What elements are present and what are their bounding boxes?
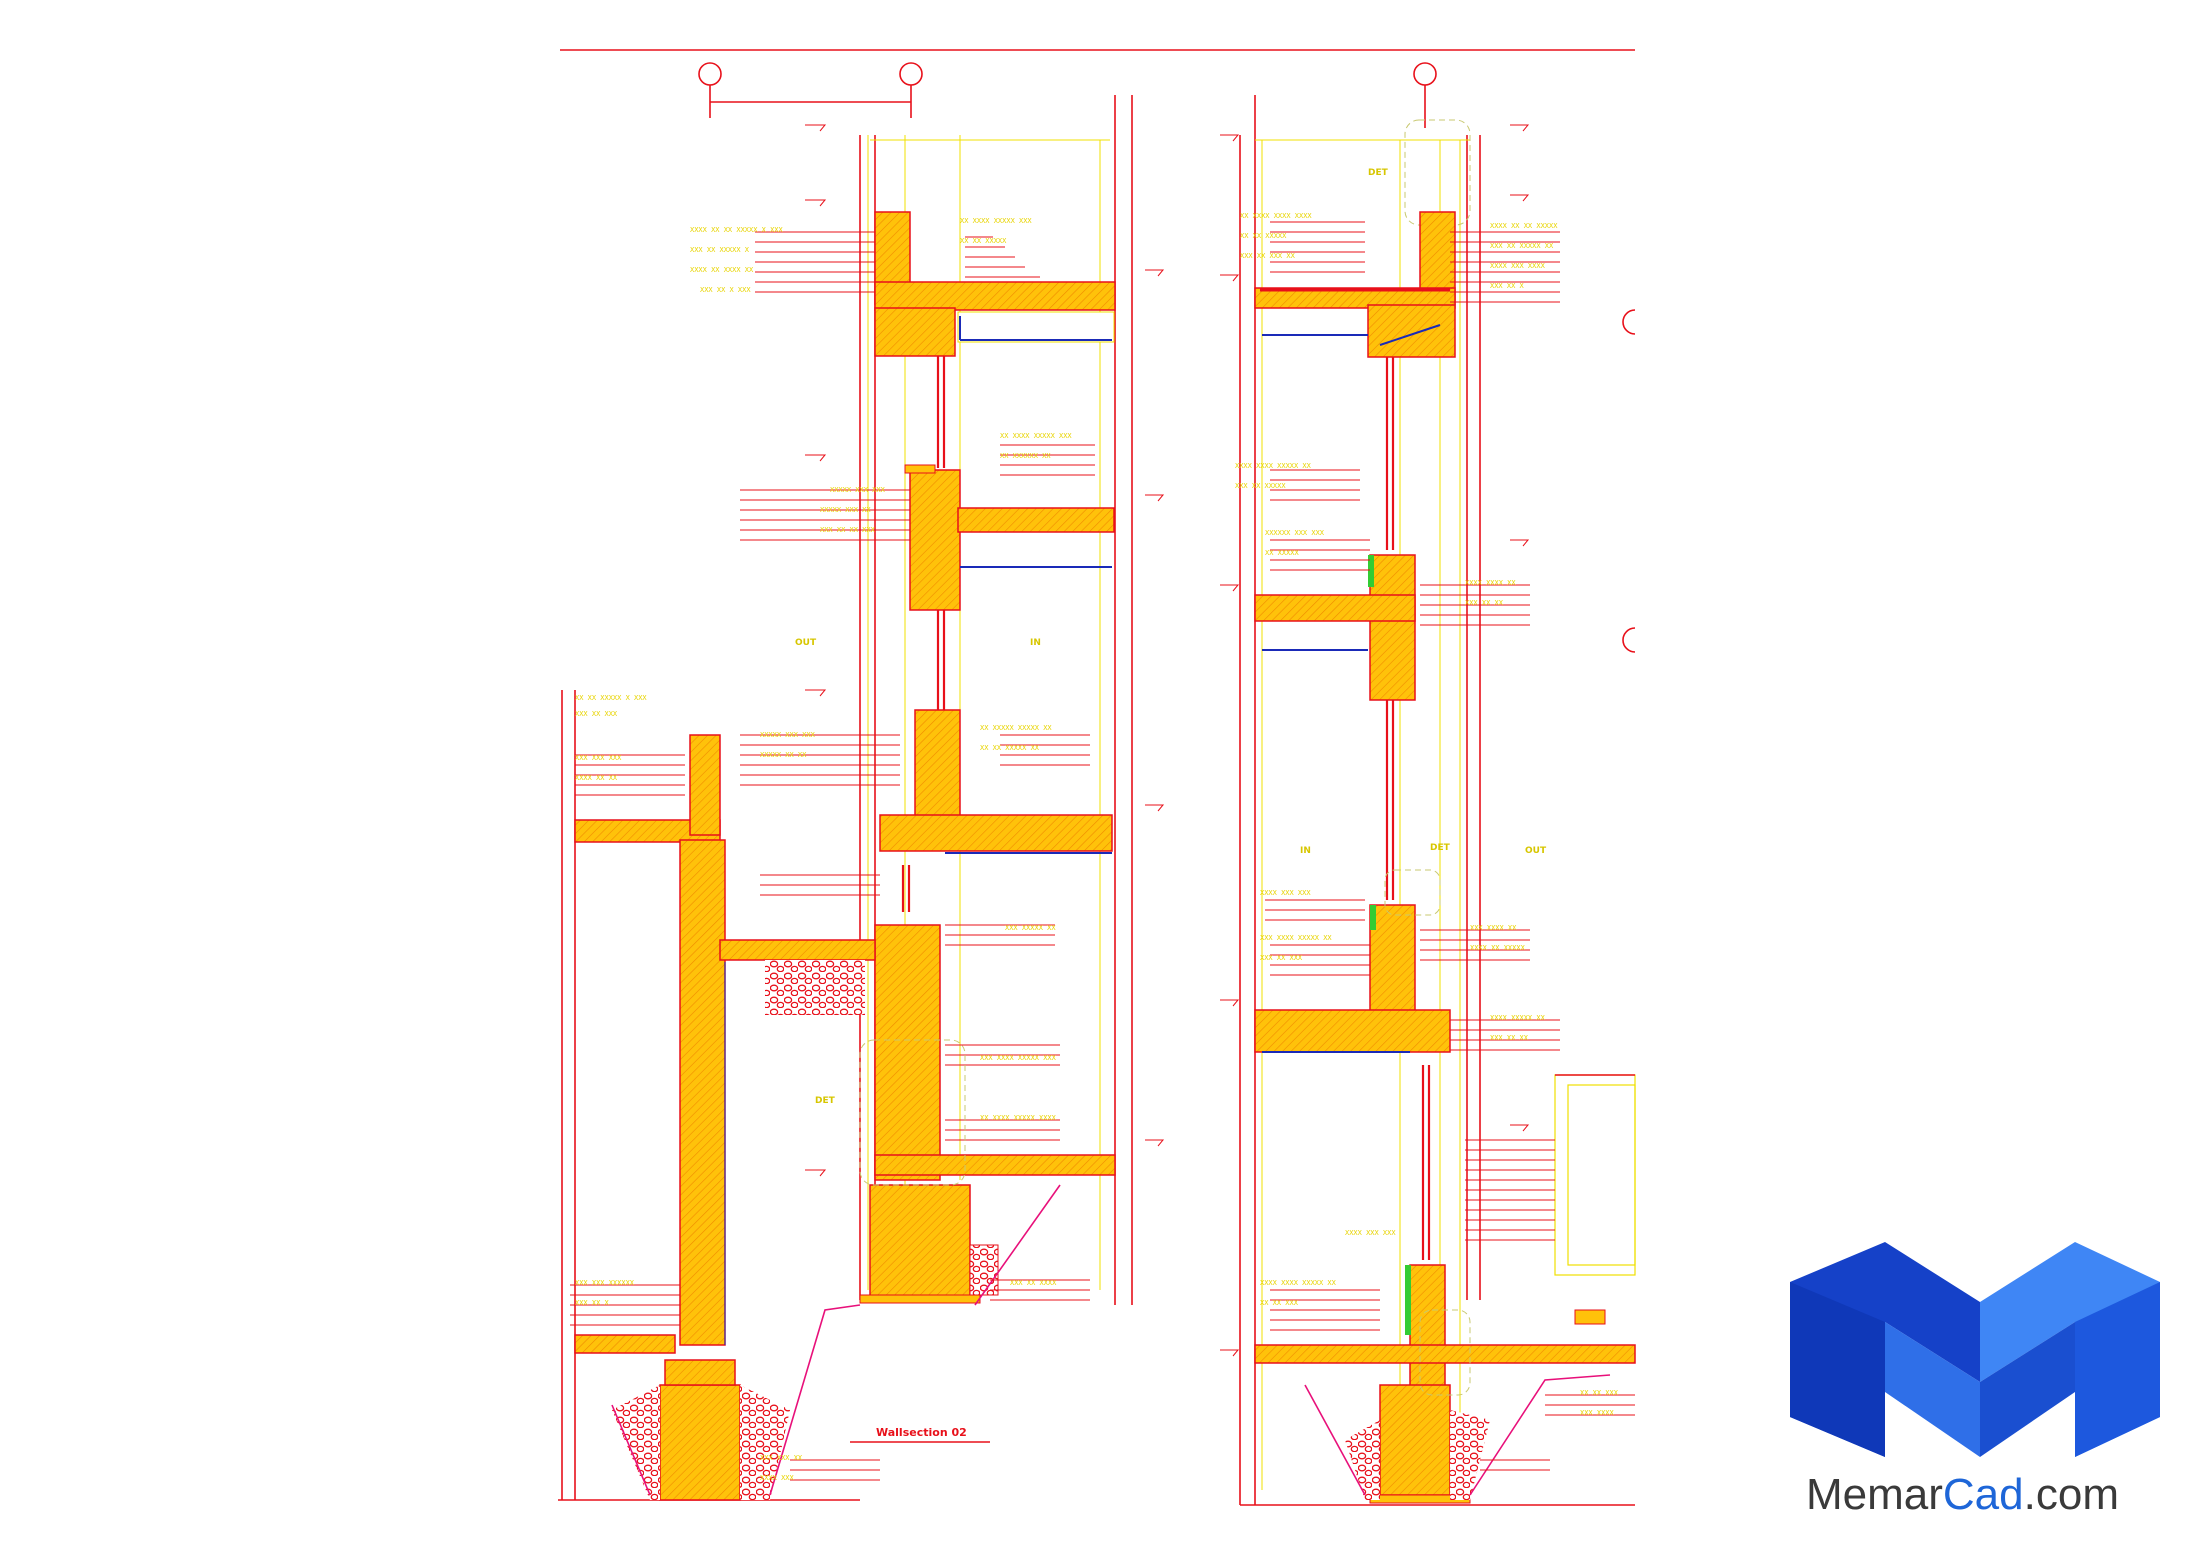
svg-text:XXXXX XXX XXX: XXXXX XXX XXX: [760, 731, 816, 739]
svg-text:XX XX XXXXX XX: XX XX XXXXX XX: [980, 744, 1040, 752]
brand-name-mid: Cad: [1942, 1470, 2024, 1519]
annotation-text-right: XX XXXX XXXX XXXX XX XX XXXXX XXX XX XXX…: [1235, 212, 1619, 1417]
section-label-in-right: IN: [1300, 846, 1311, 856]
svg-text:XXX XX X: XXX XX X: [1490, 282, 1525, 290]
svg-text:XXXX XX XX: XXXX XX XX: [575, 774, 618, 782]
svg-text:XXX XX XX: XXX XX XX: [1465, 599, 1504, 607]
svg-text:XX XXXX XXXXX XXXX: XX XXXX XXXXX XXXX: [980, 1114, 1057, 1122]
svg-text:XXX XXXX XXXXX XX: XXX XXXX XXXXX XX: [1260, 934, 1332, 942]
brand-name-left: Memar: [1806, 1470, 1943, 1519]
svg-text:XX XXXXXX XX: XX XXXXXX XX: [1000, 452, 1051, 460]
annotation-text-left: XXXX XX XX XXXXX X XXX XXX XX XXXXX X XX…: [575, 217, 1072, 1482]
section-label-in-left: IN: [1030, 638, 1041, 648]
svg-text:XXXXX XXX XX: XXXXX XXX XX: [820, 506, 871, 514]
drawing-title: Wallsection 02: [876, 1426, 967, 1439]
detail-label-right-mid: DET: [1430, 843, 1451, 853]
svg-text:XXXXXX XXX XXX: XXXXXX XXX XXX: [1265, 529, 1325, 537]
svg-text:XXXX XX XX XXXXX X XXX: XXXX XX XX XXXXX X XXX: [690, 226, 784, 234]
svg-text:XXXX XXX XXXX: XXXX XXX XXXX: [1490, 262, 1546, 270]
svg-text:XXXXX XXX XXX: XXXXX XXX XXX: [830, 486, 886, 494]
svg-text:XXX XX XXXXX: XXX XX XXXXX: [1235, 482, 1286, 490]
section-label-out-left: OUT: [795, 638, 817, 648]
svg-text:XXX XXXXX XX: XXX XXXXX XX: [1005, 924, 1056, 932]
svg-text:XXX XX XXX: XXX XX XXX: [1260, 954, 1303, 962]
svg-text:XXX XX XXX: XXX XX XXX: [575, 710, 618, 718]
svg-text:XXX XX X: XXX XX X: [575, 1299, 610, 1307]
memarcad-m-logo-icon: [1790, 1242, 2160, 1457]
brand-name-right: .com: [2023, 1470, 2119, 1519]
svg-text:XX XX XXXXX: XX XX XXXXX: [960, 237, 1007, 245]
svg-text:XXXX XXX XXX: XXXX XXX XXX: [1260, 889, 1311, 897]
svg-text:XX XXXX XXXXX XXX: XX XXXX XXXXX XXX: [960, 217, 1032, 225]
svg-text:XXXX XXXX XX: XXXX XXXX XX: [1465, 579, 1516, 587]
svg-text:XXX XX XXXX: XXX XX XXXX: [1010, 1279, 1057, 1287]
section-label-out-right: OUT: [1525, 846, 1547, 856]
svg-text:XX XX XXXXX X XXX: XX XX XXXXX X XXX: [575, 694, 647, 702]
svg-text:XXX XX XXXXX X: XXX XX XXXXX X: [690, 246, 750, 254]
svg-text:XXX XXX XXXXXX: XXX XXX XXXXXX: [575, 1279, 635, 1287]
svg-text:XXXX XXXX XXXXX XX: XXXX XXXX XXXXX XX: [1260, 1279, 1337, 1287]
svg-text:XXXX XX XXXXX: XXXX XX XXXXX: [1470, 944, 1526, 952]
svg-text:XXX XX XX: XXX XX XX: [1490, 1034, 1529, 1042]
svg-text:XX XXXX XXXX XXXX: XX XXXX XXXX XXXX: [1240, 212, 1312, 220]
right-wall-section: XX XXXX XXXX XXXX XX XX XXXXX XXX XX XXX…: [1235, 95, 1636, 1506]
svg-text:XXXX XX XX XXXXX: XXXX XX XX XXXXX: [1490, 222, 1558, 230]
svg-text:XXX XXX XXX: XXX XXX XXX: [575, 754, 622, 762]
svg-text:XXXX XXX XXX: XXXX XXX XXX: [1345, 1229, 1396, 1237]
svg-text:XXXX XXX: XXXX XXX: [760, 1474, 795, 1482]
detail-label-right-top: DET: [1368, 168, 1389, 178]
svg-text:XXX XXX XX: XXX XXX XX: [760, 1454, 803, 1462]
svg-text:XXX XXXX: XXX XXXX: [1580, 1409, 1615, 1417]
svg-text:XX XX XXX: XX XX XXX: [1580, 1389, 1619, 1397]
brand-wordmark: MemarCad.com: [1806, 1470, 2119, 1520]
svg-text:XXXXX XX XX: XXXXX XX XX: [760, 751, 807, 759]
svg-text:XX XXXXX XXXXX XX: XX XXXXX XXXXX XX: [980, 724, 1052, 732]
detail-label-left: DET: [815, 1096, 836, 1106]
svg-text:XX XX XXX: XX XX XXX: [1260, 1299, 1299, 1307]
svg-text:XXX XX XXXXX XX: XXX XX XXXXX XX: [1490, 242, 1554, 250]
svg-text:XX XXXXX: XX XXXXX: [1265, 549, 1300, 557]
svg-text:XX XX XXXXX: XX XX XXXXX: [1240, 232, 1287, 240]
left-wall-section: XXXX XX XX XXXXX X XXX XXX XX XXXXX X XX…: [558, 95, 1133, 1501]
svg-text:XXXX XXXX XXXXX XX: XXXX XXXX XXXXX XX: [1235, 462, 1312, 470]
svg-text:XX XXXX XXXXX XXX: XX XXXX XXXXX XXX: [1000, 432, 1072, 440]
svg-text:XXX XXXX XX: XXX XXXX XX: [1470, 924, 1517, 932]
svg-text:XXX XX XXX XX: XXX XX XXX XX: [1240, 252, 1296, 260]
grid-axes: [560, 49, 1636, 653]
svg-text:XXXX XXXXX XX: XXXX XXXXX XX: [1490, 1014, 1546, 1022]
svg-text:XXX XX X XXX: XXX XX X XXX: [700, 286, 751, 294]
level-markers: [805, 124, 1530, 1357]
svg-text:XXX XXXX XXXXX XXX: XXX XXXX XXXXX XXX: [980, 1054, 1057, 1062]
svg-text:XXX XX XX XXX: XXX XX XX XXX: [820, 526, 876, 534]
svg-text:XXXX XX XXXX XX: XXXX XX XXXX XX: [690, 266, 754, 274]
